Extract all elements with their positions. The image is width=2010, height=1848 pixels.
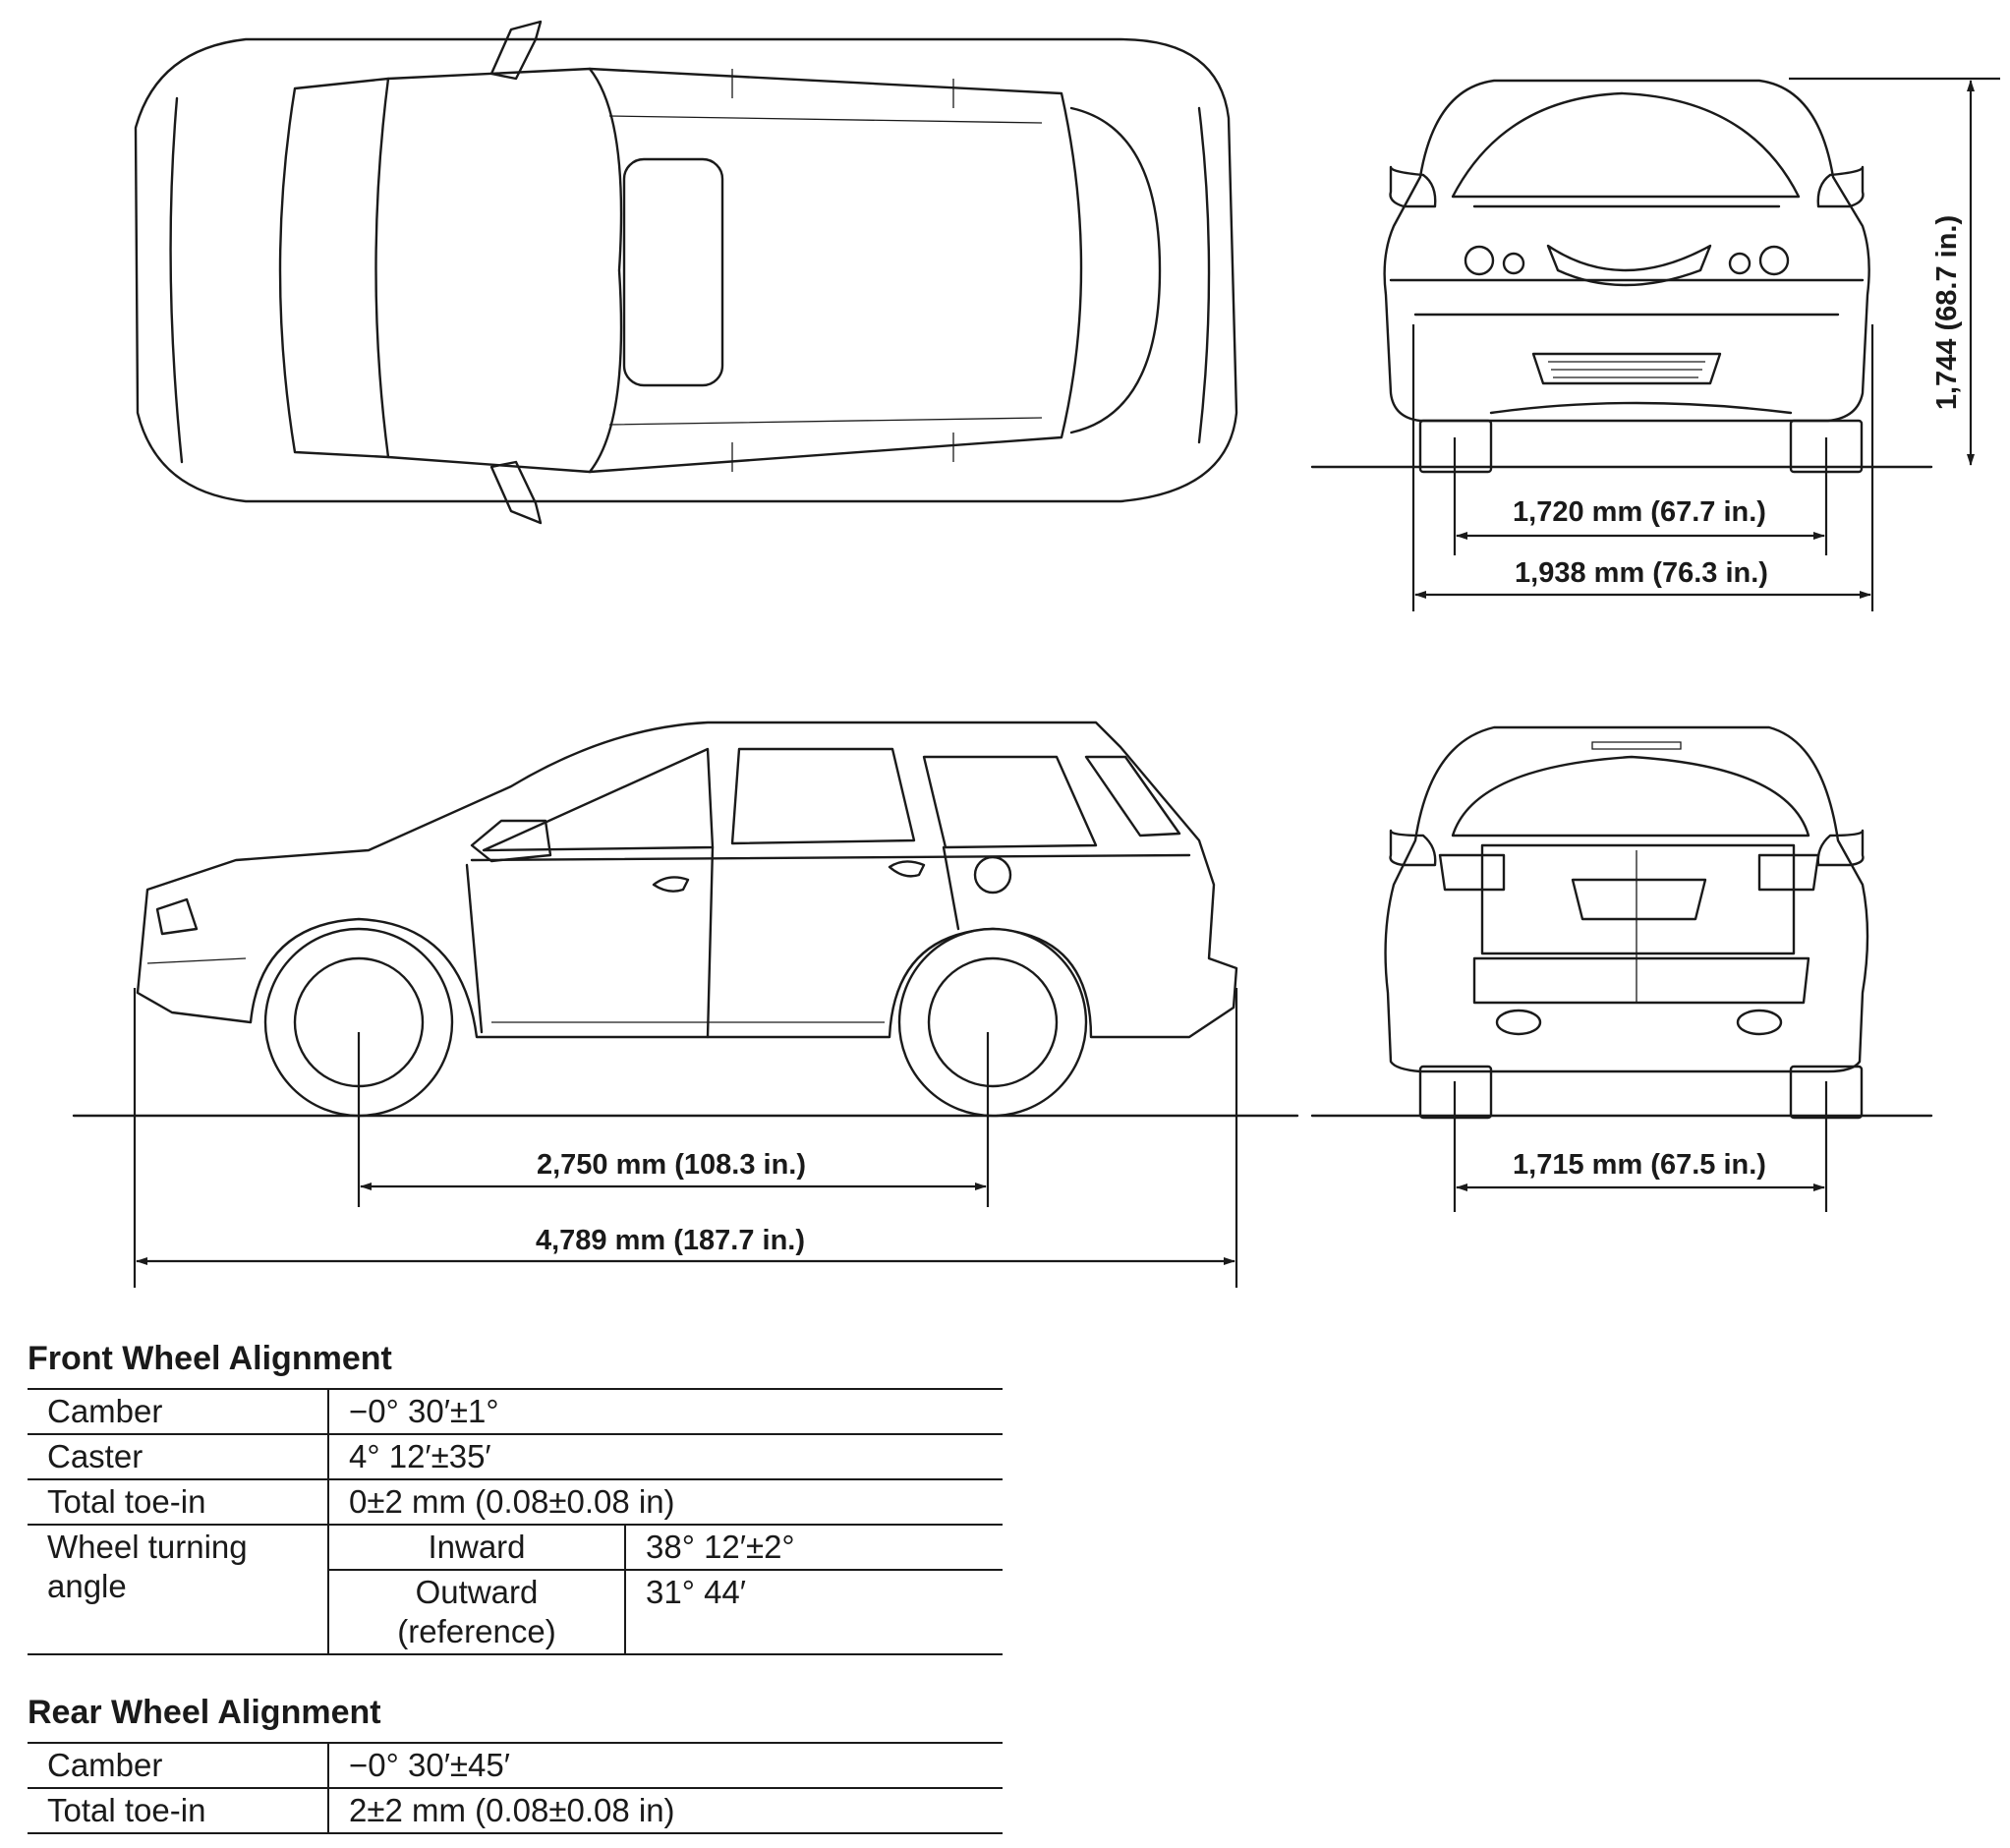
table-row: Outward (reference) 31° 44′ [28, 1569, 1003, 1655]
front-alignment-title: Front Wheel Alignment [28, 1340, 392, 1377]
table-row: Wheel turning angle Inward 38° 12′±2° [28, 1524, 1003, 1655]
side-view-car [72, 721, 1299, 1118]
rear-toe-in-label: Total toe-in [28, 1787, 328, 1834]
caster-label: Caster [28, 1433, 328, 1480]
rear-view-car [1310, 725, 1933, 1120]
overall-length-label: 4,789 mm (187.7 in.) [536, 1225, 805, 1256]
dimension-lines [133, 77, 2000, 1288]
rear-track-label: 1,715 mm (67.5 in.) [1513, 1149, 1766, 1181]
overall-height-label: 1,744 (68.7 in.) [1931, 215, 1963, 410]
table-row: Camber −0° 30′±45′ [28, 1742, 1003, 1789]
rear-camber-value: −0° 30′±45′ [327, 1742, 1003, 1789]
table-row: Total toe-in 0±2 mm (0.08±0.08 in) [28, 1478, 1003, 1526]
turning-angle-label: Wheel turning angle [28, 1524, 328, 1655]
rear-toe-in-value: 2±2 mm (0.08±0.08 in) [327, 1787, 1003, 1834]
rear-alignment-table: Camber −0° 30′±45′ Total toe-in 2±2 mm (… [28, 1742, 1003, 1834]
table-row: Camber −0° 30′±1° [28, 1388, 1003, 1435]
rear-wheel-alignment-section: Rear Wheel Alignment Camber −0° 30′±45′ … [28, 1693, 1003, 1834]
front-view-car [1310, 79, 1933, 474]
outward-label: Outward (reference) [327, 1569, 625, 1655]
inward-value: 38° 12′±2° [624, 1524, 1003, 1571]
toe-in-label: Total toe-in [28, 1478, 328, 1526]
front-track-label: 1,720 mm (67.7 in.) [1513, 496, 1766, 528]
rear-alignment-title: Rear Wheel Alignment [28, 1694, 381, 1731]
rear-camber-label: Camber [28, 1742, 328, 1789]
top-view-car [134, 20, 1238, 525]
table-row: Total toe-in 2±2 mm (0.08±0.08 in) [28, 1787, 1003, 1834]
front-alignment-table: Camber −0° 30′±1° Caster 4° 12′±35′ Tota… [28, 1388, 1003, 1655]
outward-value: 31° 44′ [624, 1569, 1003, 1655]
camber-value: −0° 30′±1° [327, 1388, 1003, 1435]
wheelbase-label: 2,750 mm (108.3 in.) [537, 1149, 806, 1181]
overall-width-label: 1,938 mm (76.3 in.) [1515, 557, 1768, 589]
toe-in-value: 0±2 mm (0.08±0.08 in) [327, 1478, 1003, 1526]
table-row: Caster 4° 12′±35′ [28, 1433, 1003, 1480]
camber-label: Camber [28, 1388, 328, 1435]
front-wheel-alignment-section: Front Wheel Alignment Camber −0° 30′±1° … [28, 1339, 1003, 1655]
caster-value: 4° 12′±35′ [327, 1433, 1003, 1480]
inward-label: Inward [327, 1524, 625, 1571]
